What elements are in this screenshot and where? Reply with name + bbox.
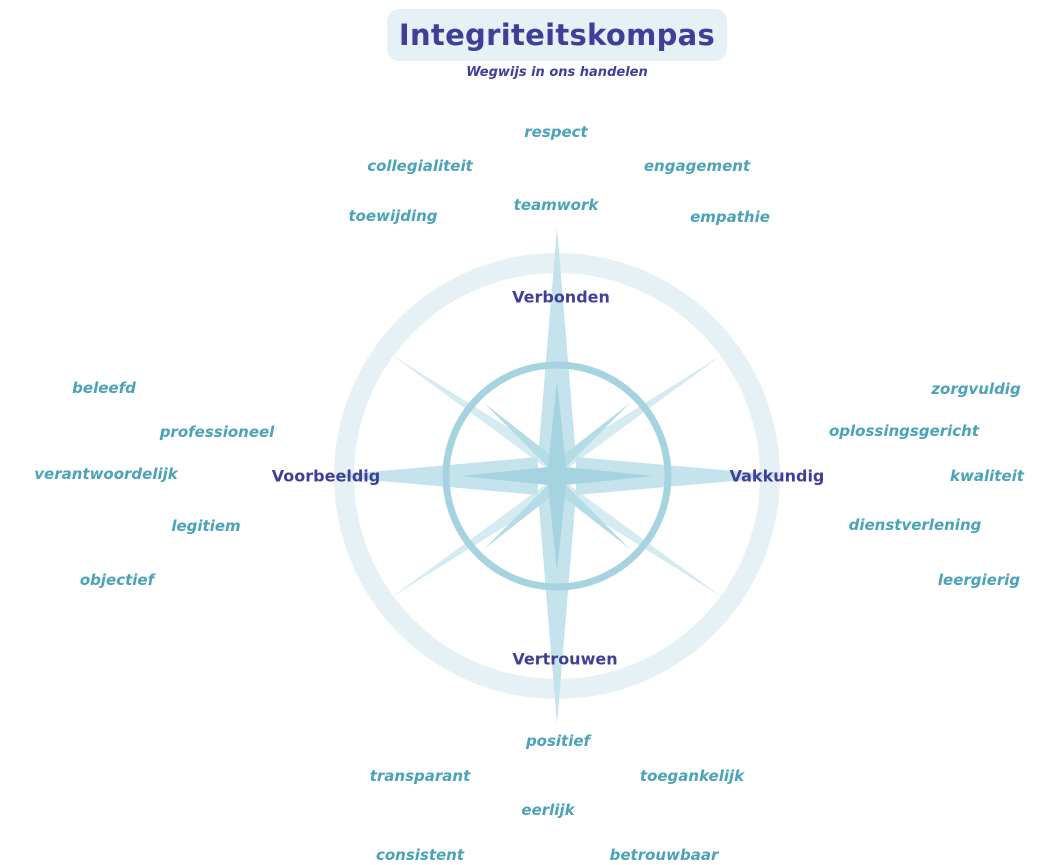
word-collegialiteit: collegialiteit [367,157,473,175]
direction-south-label: Vertrouwen [512,649,618,669]
word-positief: positief [525,732,591,750]
word-eerlijk: eerlijk [521,801,575,819]
word-consistent: consistent [375,846,465,864]
compass-inner-ring [442,361,672,591]
compass-center-star [461,380,653,572]
word-leergierig: leergierig [937,571,1021,589]
word-objectief: objectief [79,571,155,589]
word-transparant: transparant [369,767,471,785]
title-box: Integriteitskompas [387,9,727,61]
word-zorgvuldig: zorgvuldig [931,380,1021,398]
word-kwaliteit: kwaliteit [950,467,1024,485]
word-verantwoordelijk: verantwoordelijk [34,465,178,483]
page-title: Integriteitskompas [398,18,716,52]
word-engagement: engagement [643,157,751,175]
word-respect: respect [524,123,588,141]
direction-north-label: Verbonden [512,287,610,307]
page-subtitle: Wegwijs in ons handelen [466,65,648,80]
word-empathie: empathie [690,208,770,226]
word-beleefd: beleefd [72,379,136,397]
word-professioneel: professioneel [159,423,275,441]
word-toegankelijk: toegankelijk [639,767,745,785]
direction-west-label: Voorbeeldig [271,466,381,486]
word-betrouwbaar: betrouwbaar [609,846,719,864]
direction-east-label: Vakkundig [729,466,825,486]
word-legitiem: legitiem [171,517,241,535]
word-toewijding: toewijding [348,207,438,225]
compass-diagonal-rays [392,355,722,597]
word-teamwork: teamwork [513,196,599,214]
word-dienstverlening: dienstverlening [848,516,982,534]
compass-inner-star [484,403,630,549]
word-oplossingsgericht: oplossingsgericht [828,422,980,440]
compass-cardinal-rays [325,228,789,724]
